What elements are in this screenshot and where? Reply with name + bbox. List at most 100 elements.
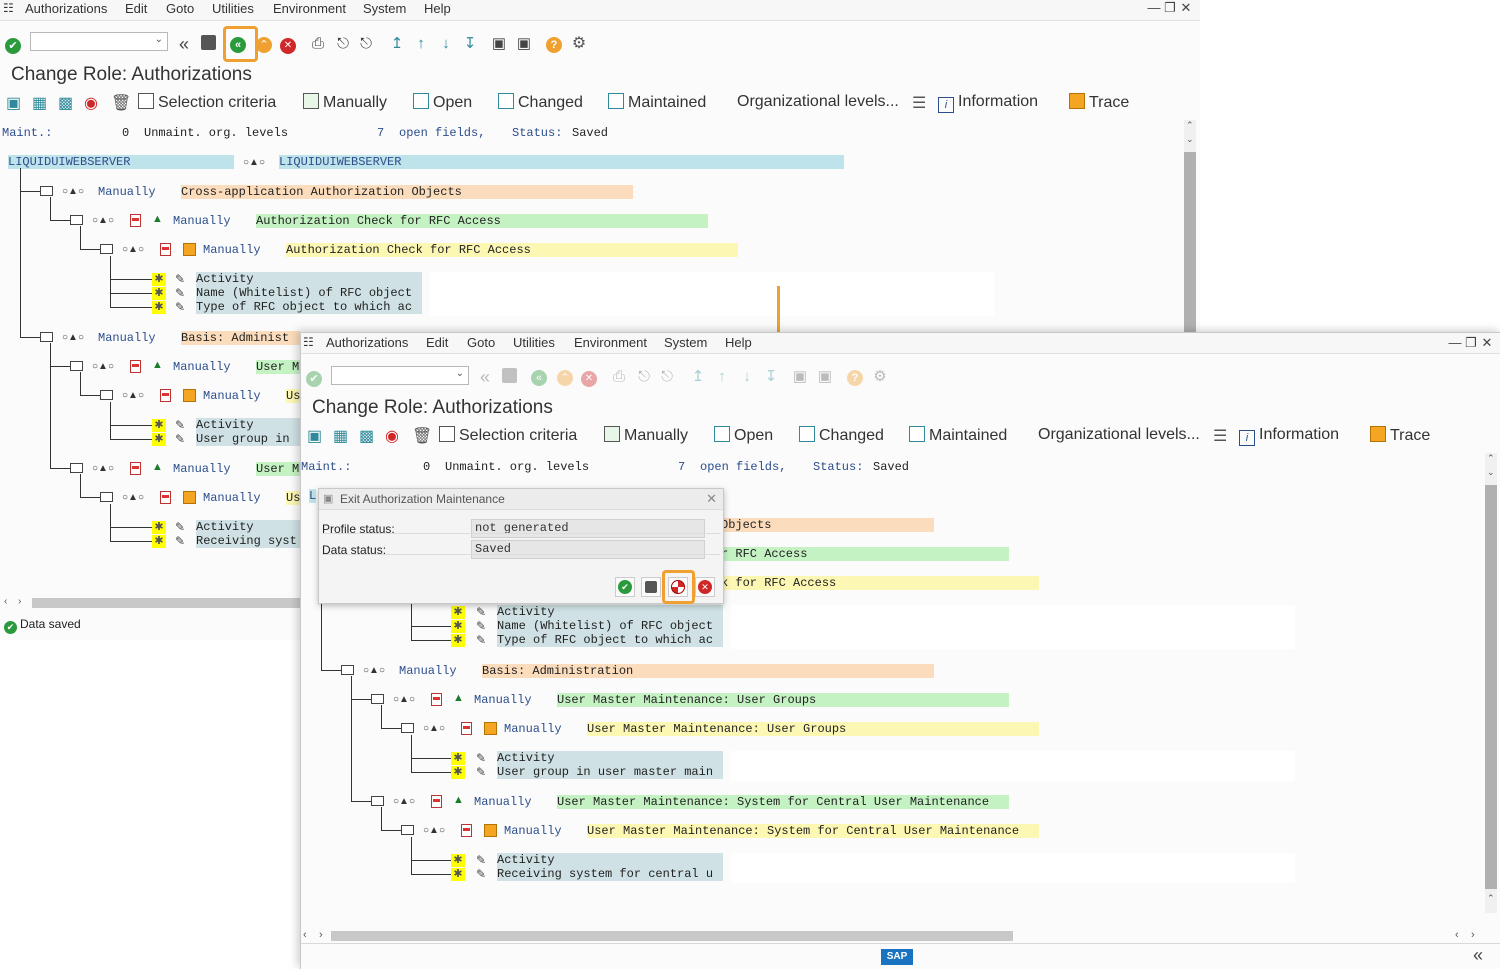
find-icon[interactable]: ⎋ bbox=[638, 368, 650, 385]
changed-button[interactable]: Changed bbox=[498, 93, 583, 112]
folder-icon[interactable] bbox=[40, 186, 53, 196]
pencil-icon[interactable]: ✎ bbox=[476, 867, 487, 881]
folder-icon[interactable] bbox=[371, 694, 384, 704]
back-icon[interactable]: « bbox=[530, 368, 548, 386]
tree-node-basis[interactable]: Basis: Administ bbox=[181, 331, 300, 345]
collapse-icon[interactable]: « bbox=[1473, 945, 1484, 965]
menu-system[interactable]: System bbox=[363, 1, 407, 16]
generate-icon[interactable]: ◉ bbox=[385, 428, 399, 445]
previous-page-icon[interactable]: ↑ bbox=[417, 35, 425, 52]
check-icon[interactable]: ▦ bbox=[333, 428, 349, 445]
menu-goto[interactable]: Goto bbox=[467, 335, 496, 350]
scroll-down-icon[interactable]: ⌄ bbox=[1186, 134, 1194, 144]
menu-utilities[interactable]: Utilities bbox=[212, 1, 254, 16]
selection-criteria-button[interactable]: Selection criteria bbox=[439, 426, 577, 445]
delete-entry-icon[interactable] bbox=[431, 795, 442, 808]
save-icon[interactable] bbox=[500, 368, 518, 386]
print-icon[interactable]: ⎙ bbox=[311, 35, 324, 52]
menu-system[interactable]: System bbox=[664, 335, 708, 350]
previous-page-icon[interactable]: ↑ bbox=[718, 368, 726, 385]
tree-node-cross-app[interactable]: Cross-application Authorization Objects bbox=[181, 185, 633, 199]
delete-entry-icon[interactable] bbox=[431, 693, 442, 706]
first-page-icon[interactable]: ↥ bbox=[691, 368, 705, 385]
settings-icon[interactable]: ⚙ bbox=[571, 35, 587, 52]
tree-node-cua-auth[interactable]: Us bbox=[286, 491, 301, 505]
last-page-icon[interactable]: ↧ bbox=[764, 368, 778, 385]
delete-entry-icon[interactable] bbox=[130, 360, 141, 373]
folder-icon[interactable] bbox=[100, 390, 113, 400]
delete-icon[interactable]: 🗑 bbox=[111, 95, 132, 112]
menu-icon[interactable]: ☷ bbox=[303, 335, 314, 349]
enter-icon[interactable]: ✔ bbox=[305, 369, 323, 387]
close-icon[interactable]: ✕ bbox=[706, 491, 717, 506]
tree-node-user-groups[interactable]: User M bbox=[256, 360, 300, 374]
org-levels-button[interactable]: Organizational levels... bbox=[1038, 426, 1200, 443]
tree-node-rfc-object[interactable]: Authorization Check for RFC Access bbox=[256, 214, 708, 228]
delete-entry-icon[interactable] bbox=[461, 722, 472, 735]
chevron-down-icon[interactable]: ⌄ bbox=[455, 368, 464, 379]
horizontal-scrollbar[interactable] bbox=[32, 598, 300, 608]
delete-icon[interactable]: 🗑 bbox=[412, 428, 433, 445]
print-icon[interactable]: ⎙ bbox=[612, 368, 625, 385]
back-icon[interactable]: « bbox=[229, 35, 247, 53]
trace-button[interactable]: Trace bbox=[1370, 426, 1430, 445]
pencil-icon[interactable]: ✎ bbox=[476, 605, 487, 619]
scroll-left-icon[interactable]: ‹ bbox=[4, 596, 8, 607]
folder-icon[interactable] bbox=[341, 665, 354, 675]
new-session-icon[interactable]: ▣ bbox=[792, 368, 808, 385]
pencil-icon[interactable]: ✎ bbox=[175, 300, 186, 314]
cancel-button[interactable]: ✕ bbox=[695, 577, 715, 597]
generate-icon[interactable]: ◉ bbox=[84, 95, 98, 112]
pencil-icon[interactable]: ✎ bbox=[476, 751, 487, 765]
scroll-up-icon[interactable]: ⌃ bbox=[1186, 120, 1194, 130]
menu-authorizations[interactable]: Authorizations bbox=[326, 335, 409, 350]
selection-criteria-button[interactable]: Selection criteria bbox=[138, 93, 276, 112]
folder-icon[interactable] bbox=[70, 361, 83, 371]
chevron-down-icon[interactable]: ⌄ bbox=[154, 34, 163, 45]
restore-icon[interactable]: ❐ bbox=[1164, 0, 1176, 15]
tree-node-user-groups-auth[interactable]: Us bbox=[286, 389, 301, 403]
vertical-scrollbar[interactable]: ⌃ ⌄ ⌃ bbox=[1485, 453, 1497, 913]
value-area[interactable] bbox=[731, 751, 1295, 781]
last-page-icon[interactable]: ↧ bbox=[463, 35, 477, 52]
folder-icon[interactable] bbox=[371, 796, 384, 806]
delete-entry-icon[interactable] bbox=[130, 214, 141, 227]
scroll-up-icon[interactable]: ⌃ bbox=[1487, 453, 1495, 463]
command-field[interactable]: ⌄ bbox=[331, 366, 469, 385]
close-icon[interactable]: ✕ bbox=[1180, 0, 1192, 15]
settings-icon[interactable]: ⚙ bbox=[873, 368, 887, 385]
maintained-button[interactable]: Maintained bbox=[608, 93, 706, 112]
close-icon[interactable]: ✕ bbox=[1481, 335, 1493, 350]
exit-icon[interactable]: ⌃ bbox=[556, 368, 574, 386]
manually-button[interactable]: Manually bbox=[604, 426, 688, 445]
maintained-button[interactable]: Maintained bbox=[909, 426, 1007, 445]
folder-icon[interactable] bbox=[70, 463, 83, 473]
pencil-icon[interactable]: ✎ bbox=[175, 272, 186, 286]
confirm-button[interactable]: ✔ bbox=[615, 577, 635, 597]
pencil-icon[interactable]: ✎ bbox=[175, 534, 186, 548]
scroll-down-icon[interactable]: ⌄ bbox=[1487, 467, 1495, 477]
minimize-icon[interactable]: — bbox=[1147, 0, 1161, 15]
save-button[interactable] bbox=[641, 577, 661, 597]
tree-node-rfc-auth[interactable]: Authorization Check for RFC Access bbox=[286, 243, 738, 257]
pencil-icon[interactable]: ✎ bbox=[476, 853, 487, 867]
insert-icon[interactable]: ▩ bbox=[58, 95, 74, 112]
folder-icon[interactable] bbox=[100, 492, 113, 502]
scroll-right-icon[interactable]: › bbox=[319, 929, 323, 941]
pencil-icon[interactable]: ✎ bbox=[175, 432, 186, 446]
minimize-icon[interactable]: — bbox=[1448, 335, 1462, 350]
org-levels-button[interactable]: Organizational levels... bbox=[737, 93, 899, 110]
generate-button[interactable] bbox=[668, 577, 688, 597]
trace-button[interactable]: Trace bbox=[1069, 93, 1129, 112]
pencil-icon[interactable]: ✎ bbox=[175, 286, 186, 300]
scroll-up-icon[interactable]: ⌃ bbox=[1487, 893, 1495, 903]
pencil-icon[interactable]: ✎ bbox=[476, 633, 487, 647]
open-button[interactable]: Open bbox=[413, 93, 472, 112]
value-area[interactable] bbox=[731, 853, 1295, 883]
check-icon[interactable]: ▦ bbox=[32, 95, 48, 112]
folder-icon[interactable] bbox=[40, 332, 53, 342]
vertical-scrollbar[interactable]: ⌃ ⌄ bbox=[1184, 120, 1196, 335]
save-icon[interactable] bbox=[199, 35, 217, 53]
back-double-icon[interactable]: « bbox=[178, 34, 189, 54]
